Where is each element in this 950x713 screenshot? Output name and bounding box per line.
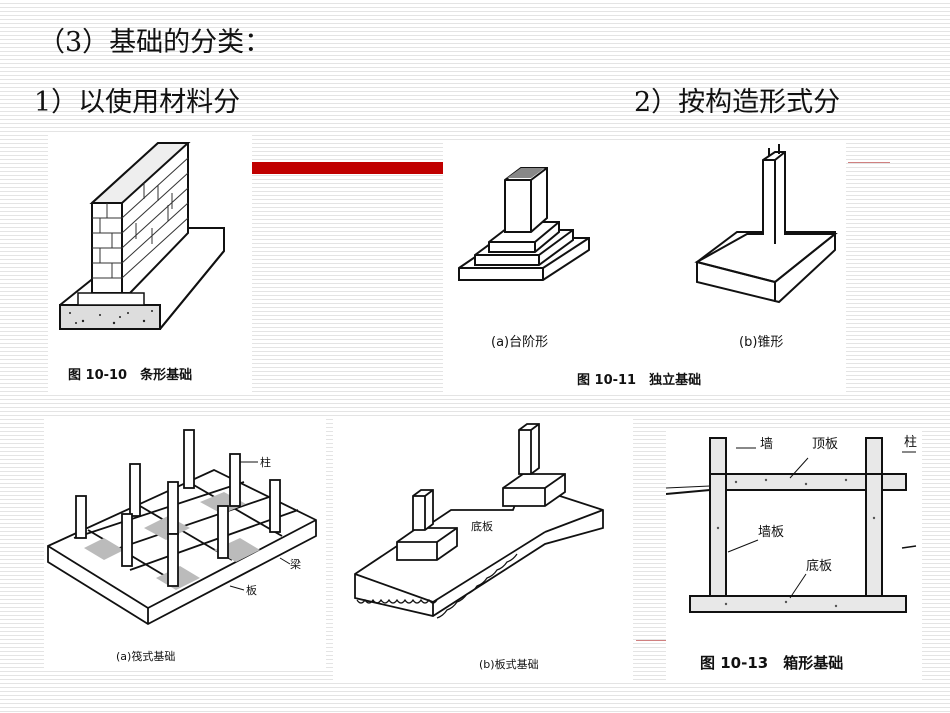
label-slab: 板 [246,583,257,597]
label-bottom-slab: 底板 [806,558,832,574]
sub-caption-cone: (b)锥形 [739,335,783,350]
figure-strip-foundation: 图 10-10 条形基础 [48,133,252,392]
figure-plate-foundation: 底板 (b)板式基础 [333,418,633,680]
label-top-slab: 顶板 [812,437,838,452]
category-by-material: 1）以使用材料分 [34,87,241,118]
figure-caption: 图 10-10 条形基础 [68,367,192,383]
accent-bar [252,162,448,174]
label-wall-slab: 墙板 [758,525,784,540]
label-column: 柱 [904,435,917,450]
label-base: 底板 [471,519,493,533]
figure-isolated-foundation: (a)台阶形 (b)锥形 图 10-11 独立基础 [443,140,846,395]
figure-caption: 图 10-13 箱形基础 [700,654,843,672]
figure-caption: 图 10-11 独立基础 [577,372,701,388]
stepped-footing-drawing [458,167,590,281]
figure-box-foundation: 墙 顶板 柱 墙板 底板 图 10-13 箱形基础 [666,428,922,680]
figure-raft-foundation: 柱 梁 板 (a)筏式基础 [44,418,326,668]
cone-footing-drawing [694,144,838,304]
section-heading: （3）基础的分类： [38,27,272,58]
label-beam: 梁 [290,557,301,571]
figure-caption: (a)筏式基础 [116,649,175,663]
sub-caption-stepped: (a)台阶形 [491,335,548,350]
category-by-form: 2）按构造形式分 [634,87,841,118]
figure-caption: (b)板式基础 [479,657,539,671]
divider-line [848,162,890,163]
label-column: 柱 [260,455,271,469]
divider-line [636,640,666,641]
label-wall: 墙 [760,437,773,452]
